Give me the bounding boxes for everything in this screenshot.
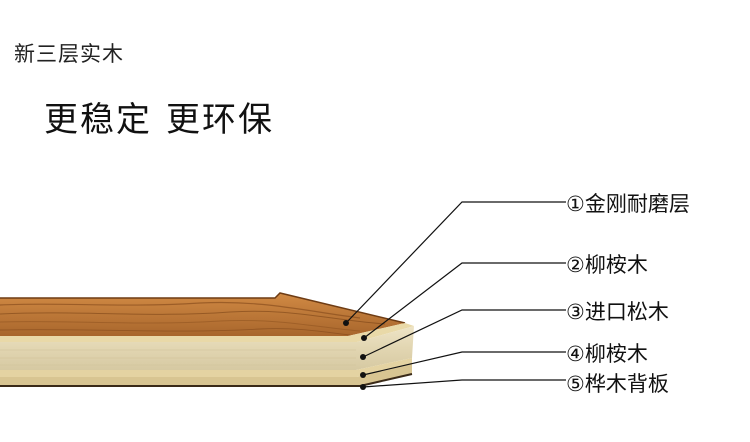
board-back-layer (0, 364, 412, 386)
headline-stable: 更稳定 (44, 100, 152, 140)
layer-label-2: ②柳桉木 (566, 253, 648, 277)
board-top-layer (0, 292, 406, 336)
leader-dots (343, 320, 367, 390)
leader-dot-5 (360, 384, 366, 390)
leader-dot-2 (361, 335, 367, 341)
layer-label-4: ④柳桉木 (566, 342, 648, 366)
leader-dot-3 (360, 354, 366, 360)
layer-label-3: ③进口松木 (566, 300, 669, 324)
leader-dot-1 (343, 320, 349, 326)
leader-line-4 (362, 351, 566, 376)
headline: 更稳定更环保 (44, 92, 274, 141)
layer-label-1: ①金刚耐磨层 (566, 192, 690, 216)
leader-dot-4 (360, 372, 366, 378)
board-layer-lower (0, 358, 412, 377)
board-core-layer (0, 326, 414, 370)
leader-line-3 (362, 309, 566, 358)
leader-lines (345, 201, 566, 388)
diagram-title: 新三层实木 (14, 42, 124, 66)
layer-label-5: ⑤桦木背板 (566, 372, 669, 396)
board-layer-upper (0, 323, 414, 342)
leader-line-2 (363, 262, 566, 339)
leader-line-1 (345, 201, 566, 324)
headline-eco: 更环保 (166, 100, 274, 140)
leader-line-5 (362, 379, 566, 388)
